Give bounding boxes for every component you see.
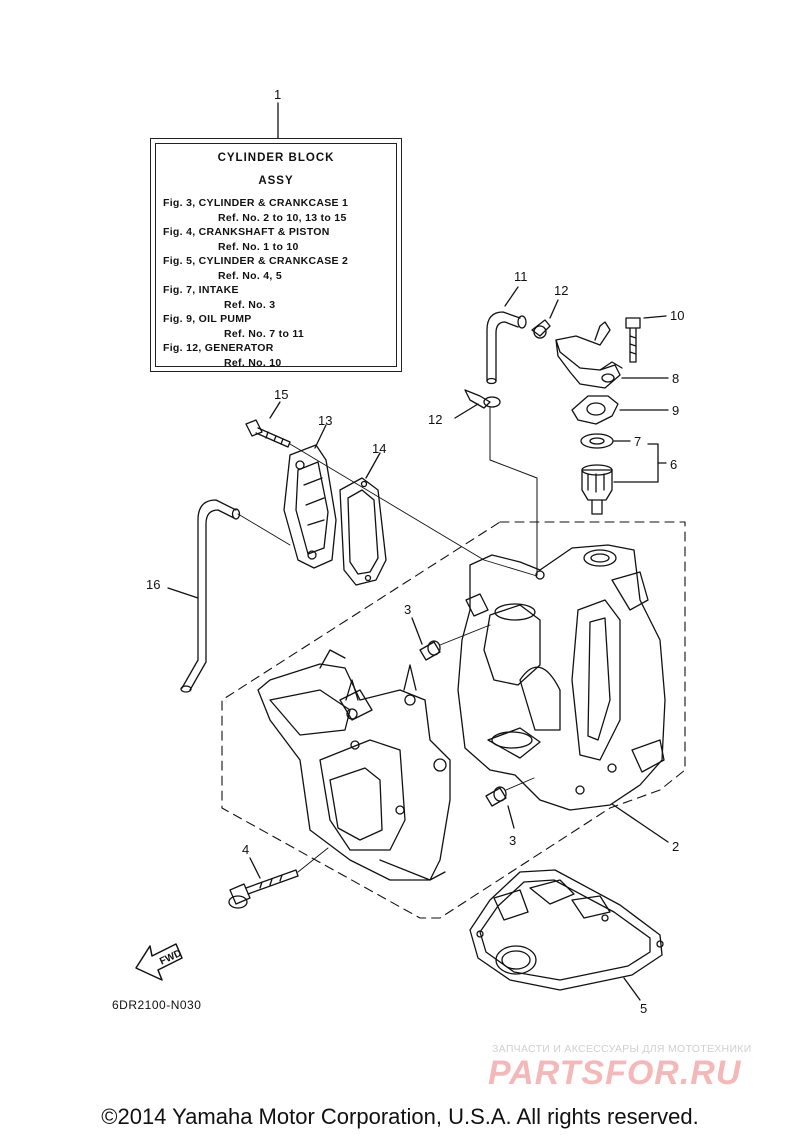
assy-line: Ref. No. 2 to 10, 13 to 15: [218, 212, 347, 224]
assy-line: Ref. No. 1 to 10: [218, 241, 299, 253]
callout-11: 11: [514, 269, 528, 284]
assembly-reference-box: CYLINDER BLOCK ASSY Fig. 3, CYLINDER & C…: [150, 138, 402, 372]
callout-2: 2: [672, 839, 680, 854]
callout-12: 12: [554, 283, 569, 298]
callout-8: 8: [672, 371, 680, 386]
seal-7: [580, 433, 614, 449]
callout-14: 14: [372, 441, 387, 456]
gasket-9: [571, 395, 619, 425]
thermostat-6: [581, 464, 613, 515]
watermark-logo: PARTSFOR.RU: [488, 1054, 742, 1092]
assy-line: Fig. 9, OIL PUMP: [163, 313, 252, 325]
cover-13: [283, 444, 337, 569]
callout-5: 5: [640, 1001, 648, 1016]
assy-line: Ref. No. 4, 5: [218, 270, 282, 282]
assy-line: Fig. 7, INTAKE: [163, 284, 239, 296]
gasket-14: [339, 477, 387, 586]
callout-10: 10: [670, 308, 685, 323]
callout-3-lower: 3: [509, 833, 517, 848]
bolt-10: [625, 317, 641, 363]
hose-11: [486, 311, 527, 385]
thermostat-cover-8: [555, 321, 623, 389]
callout-15: 15: [274, 387, 289, 402]
callout-12-lower: 12: [428, 412, 443, 427]
assy-line: Fig. 4, CRANKSHAFT & PISTON: [163, 226, 330, 238]
assembly-title-1: CYLINDER BLOCK: [217, 152, 335, 164]
callout-4: 4: [242, 842, 250, 857]
gasket-5: [469, 869, 664, 991]
assembly-dashed-outline: [221, 521, 686, 919]
callout-3-upper: 3: [404, 602, 412, 617]
crankcase: [257, 649, 451, 881]
watermark-tagline: ЗАПЧАСТИ И АКСЕССУАРЫ ДЛЯ МОТОТЕХНИКИ: [492, 1043, 752, 1055]
diagram-code: 6DR2100-N030: [112, 998, 202, 1012]
assy-line: Fig. 5, CYLINDER & CRANKCASE 2: [163, 255, 349, 267]
callout-6: 6: [670, 457, 678, 472]
dowel-3-upper: [419, 640, 441, 661]
pipe-16: [180, 499, 241, 693]
clip-12-upper: [531, 319, 551, 339]
callout-9: 9: [672, 403, 680, 418]
assy-line: Ref. No. 10: [224, 357, 282, 369]
assy-line: Ref. No. 3: [224, 299, 276, 311]
callout-1: 1: [274, 87, 282, 102]
callout-13: 13: [318, 413, 333, 428]
assembly-title-2: ASSY: [258, 175, 294, 187]
callout-7: 7: [634, 434, 642, 449]
bolt-15: [245, 419, 291, 448]
bolt-4: [228, 869, 299, 909]
copyright-notice: ©2014 Yamaha Motor Corporation, U.S.A. A…: [101, 1104, 699, 1129]
cylinder-block-2: [457, 544, 666, 811]
clip-12-lower: [464, 389, 501, 409]
assy-line: Fig. 3, CYLINDER & CRANKCASE 1: [163, 197, 349, 209]
callout-16: 16: [146, 577, 161, 592]
fwd-arrow-icon: [135, 943, 183, 981]
assy-line: Ref. No. 7 to 11: [224, 328, 305, 340]
assy-line: Fig. 12, GENERATOR: [163, 342, 274, 354]
dowel-3-lower: [485, 786, 507, 807]
